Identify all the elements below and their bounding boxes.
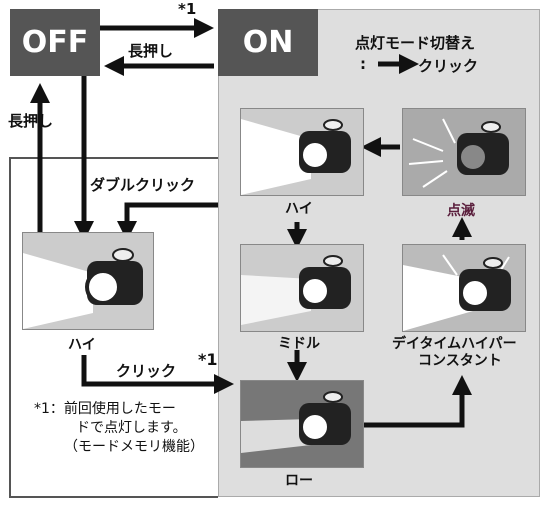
click-to-low-arrow [81,355,234,394]
on-state-box: ON [218,9,318,76]
long-press-left-label: 長押し [8,112,54,130]
middle-caption: ミドル [278,336,320,352]
on-to-high-arrow [117,202,218,241]
footnote-line1: *1：前回使用したモー [34,401,176,417]
footnote-line3: （モードメモリ機能） [64,439,204,455]
high-off-caption: ハイ [68,337,96,353]
off-state-box: OFF [10,9,100,76]
daytime-caption-line1: デイタイムハイパー [392,336,517,352]
high-panel-off [22,232,154,330]
footnote-line2: ドで点灯します。 [76,420,187,436]
footnote-mark-bottom: *1 [198,350,218,369]
blinking-light-icon [408,118,509,188]
high-panel [240,108,364,196]
legend-title: 点灯モード切替え [355,34,476,52]
bike-light-icon [23,248,143,329]
bike-light-icon [241,119,351,195]
blink-caption: 点滅 [447,203,475,219]
legend-colon: : [360,55,366,73]
bike-light-icon [241,391,351,453]
bike-light-icon [241,255,351,325]
high-caption: ハイ [285,201,313,217]
legend-action: クリック [418,57,479,75]
daytime-caption-line2: コンスタント [418,353,502,369]
low-to-daytime-arrow [360,375,472,428]
low-caption: ロー [285,473,313,489]
click-bottom-label: クリック [116,362,177,380]
on-label: ON [242,25,294,60]
daytime-light-icon [403,254,511,331]
daytime-panel [402,244,526,332]
double-click-label: ダブルクリック [90,176,196,194]
long-press-top-label: 長押し [128,42,174,60]
blink-panel [402,108,526,196]
off-label: OFF [21,25,89,60]
footnote-mark-top: *1 [178,0,197,18]
middle-panel [240,244,364,332]
low-panel [240,380,364,468]
